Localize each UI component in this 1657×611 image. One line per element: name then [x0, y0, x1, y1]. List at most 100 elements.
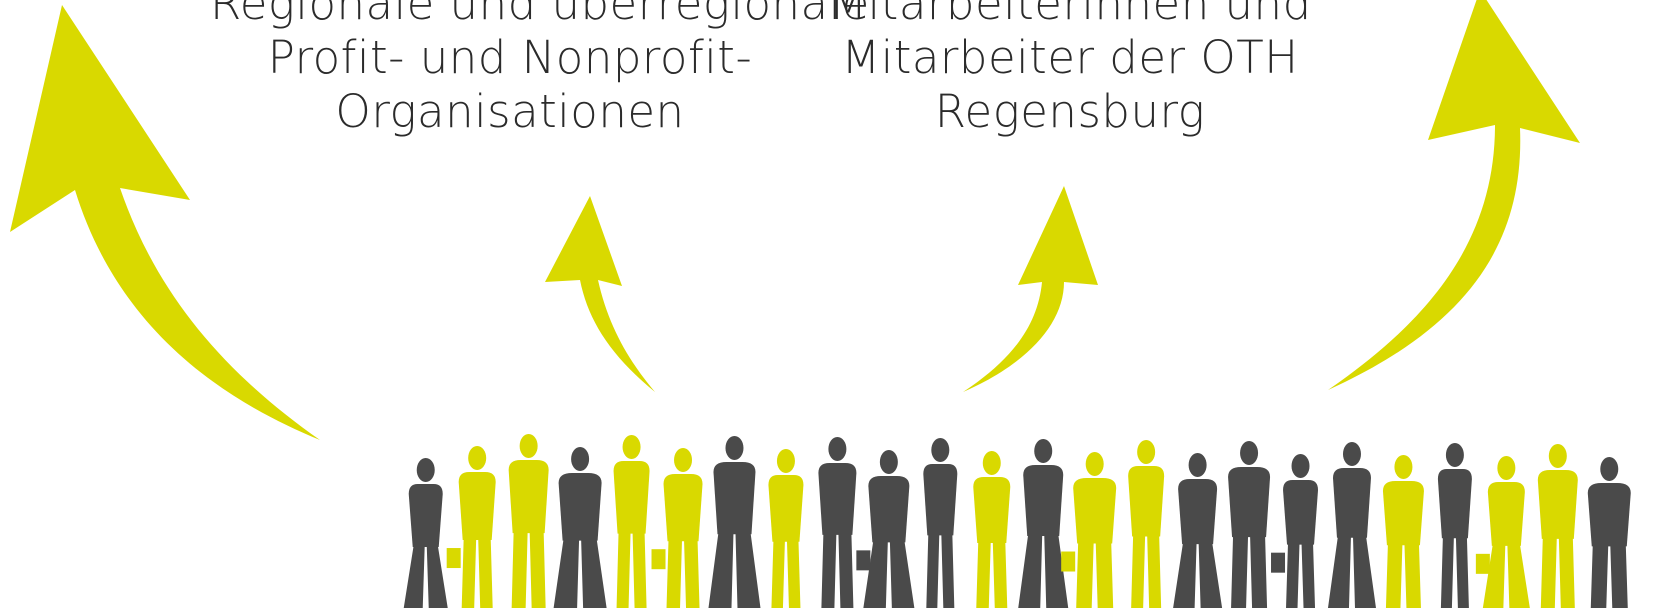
person-silhouette-icon	[708, 436, 761, 608]
person-legs	[616, 531, 647, 608]
person-legs	[1173, 542, 1223, 608]
person-head	[1497, 456, 1516, 480]
person-legs	[511, 531, 546, 608]
person-legs	[1482, 543, 1530, 608]
person-silhouette-icon	[856, 450, 915, 608]
label-line: Organisationen	[335, 85, 685, 138]
briefcase-icon	[856, 550, 871, 571]
person-legs	[666, 539, 700, 608]
person-head	[1394, 455, 1413, 479]
person-silhouette-icon	[1173, 453, 1223, 608]
person-legs	[553, 538, 607, 608]
person-head	[1342, 442, 1361, 466]
label-line: Mitarbeiter der OTH	[841, 31, 1299, 84]
person-head	[931, 438, 950, 462]
person-head	[776, 449, 795, 473]
person-silhouette-icon	[1437, 443, 1472, 608]
briefcase-icon	[1061, 551, 1076, 572]
person-legs	[976, 540, 1008, 608]
person-head	[725, 436, 744, 460]
briefcase-icon	[651, 549, 666, 570]
label-staff: Mitarbeiterinnen und Mitarbeiter der OTH…	[820, 0, 1320, 139]
person-head	[1240, 441, 1259, 465]
person-body	[1382, 481, 1424, 546]
person-legs	[1540, 536, 1575, 608]
person-body	[408, 484, 443, 547]
person-body	[1437, 469, 1472, 539]
person-head	[1137, 440, 1156, 464]
person-head	[828, 437, 847, 461]
person-legs	[1286, 542, 1316, 608]
person-body	[1228, 467, 1271, 538]
person-body	[1487, 482, 1525, 546]
person-body	[1332, 468, 1371, 538]
people-group	[403, 434, 1631, 608]
person-silhouette-icon	[1382, 455, 1424, 608]
person-head	[674, 448, 693, 472]
person-silhouette-icon	[1327, 442, 1376, 608]
person-body	[1537, 470, 1578, 539]
person-body	[1073, 478, 1117, 544]
person-silhouette-icon	[1018, 439, 1069, 608]
person-head	[468, 446, 487, 470]
person-legs	[1327, 535, 1376, 608]
person-head	[982, 451, 1001, 475]
person-silhouette-icon	[768, 449, 804, 608]
person-silhouette-icon	[1271, 454, 1319, 608]
person-legs	[1590, 544, 1628, 608]
person-body	[1178, 479, 1218, 545]
person-silhouette-icon	[553, 447, 607, 608]
person-silhouette-icon	[818, 437, 857, 608]
person-legs	[771, 539, 801, 608]
person-body	[1587, 483, 1631, 547]
person-body	[973, 477, 1011, 543]
person-silhouette-icon	[1061, 452, 1117, 608]
person-body	[868, 476, 910, 543]
person-body	[713, 462, 756, 535]
person-legs	[461, 538, 493, 608]
person-legs	[1131, 534, 1162, 608]
person-silhouette-icon	[1128, 440, 1165, 608]
person-silhouette-icon	[1587, 457, 1631, 608]
briefcase-icon	[1475, 553, 1490, 574]
person-head	[1188, 453, 1207, 477]
person-silhouette-icon	[1228, 441, 1271, 608]
person-head	[1034, 439, 1053, 463]
person-legs	[926, 533, 955, 608]
person-legs	[1385, 543, 1421, 608]
person-silhouette-icon	[923, 438, 958, 608]
label-line: Regionale und überregionale	[210, 0, 870, 30]
person-head	[1291, 454, 1310, 478]
person-head	[1600, 457, 1619, 481]
person-legs	[1231, 535, 1268, 608]
person-silhouette-icon	[651, 448, 703, 608]
briefcase-icon	[1271, 552, 1286, 573]
person-body	[923, 464, 958, 536]
arrow-icon	[545, 196, 655, 392]
person-head	[622, 435, 641, 459]
label-organisations: Regionale und überregionale Profit- und …	[210, 0, 870, 139]
arrow-icon	[1328, 0, 1580, 390]
label-line: Profit- und Nonprofit-	[267, 31, 753, 84]
person-silhouette-icon	[446, 446, 496, 608]
person-legs	[863, 540, 915, 608]
person-body	[1283, 480, 1319, 545]
briefcase-icon	[446, 548, 461, 569]
person-legs	[1076, 541, 1114, 608]
person-body	[613, 461, 650, 534]
person-head	[416, 458, 435, 482]
person-body	[768, 475, 804, 542]
person-head	[1085, 452, 1104, 476]
label-line: Mitarbeiterinnen und	[828, 0, 1312, 30]
person-body	[663, 474, 703, 542]
person-body	[818, 463, 857, 535]
person-silhouette-icon	[1537, 444, 1578, 608]
person-silhouette-icon	[508, 434, 549, 608]
person-legs	[1018, 533, 1069, 608]
person-body	[458, 472, 496, 541]
person-head	[571, 447, 590, 471]
arrow-icon	[963, 186, 1098, 392]
person-head	[879, 450, 898, 474]
